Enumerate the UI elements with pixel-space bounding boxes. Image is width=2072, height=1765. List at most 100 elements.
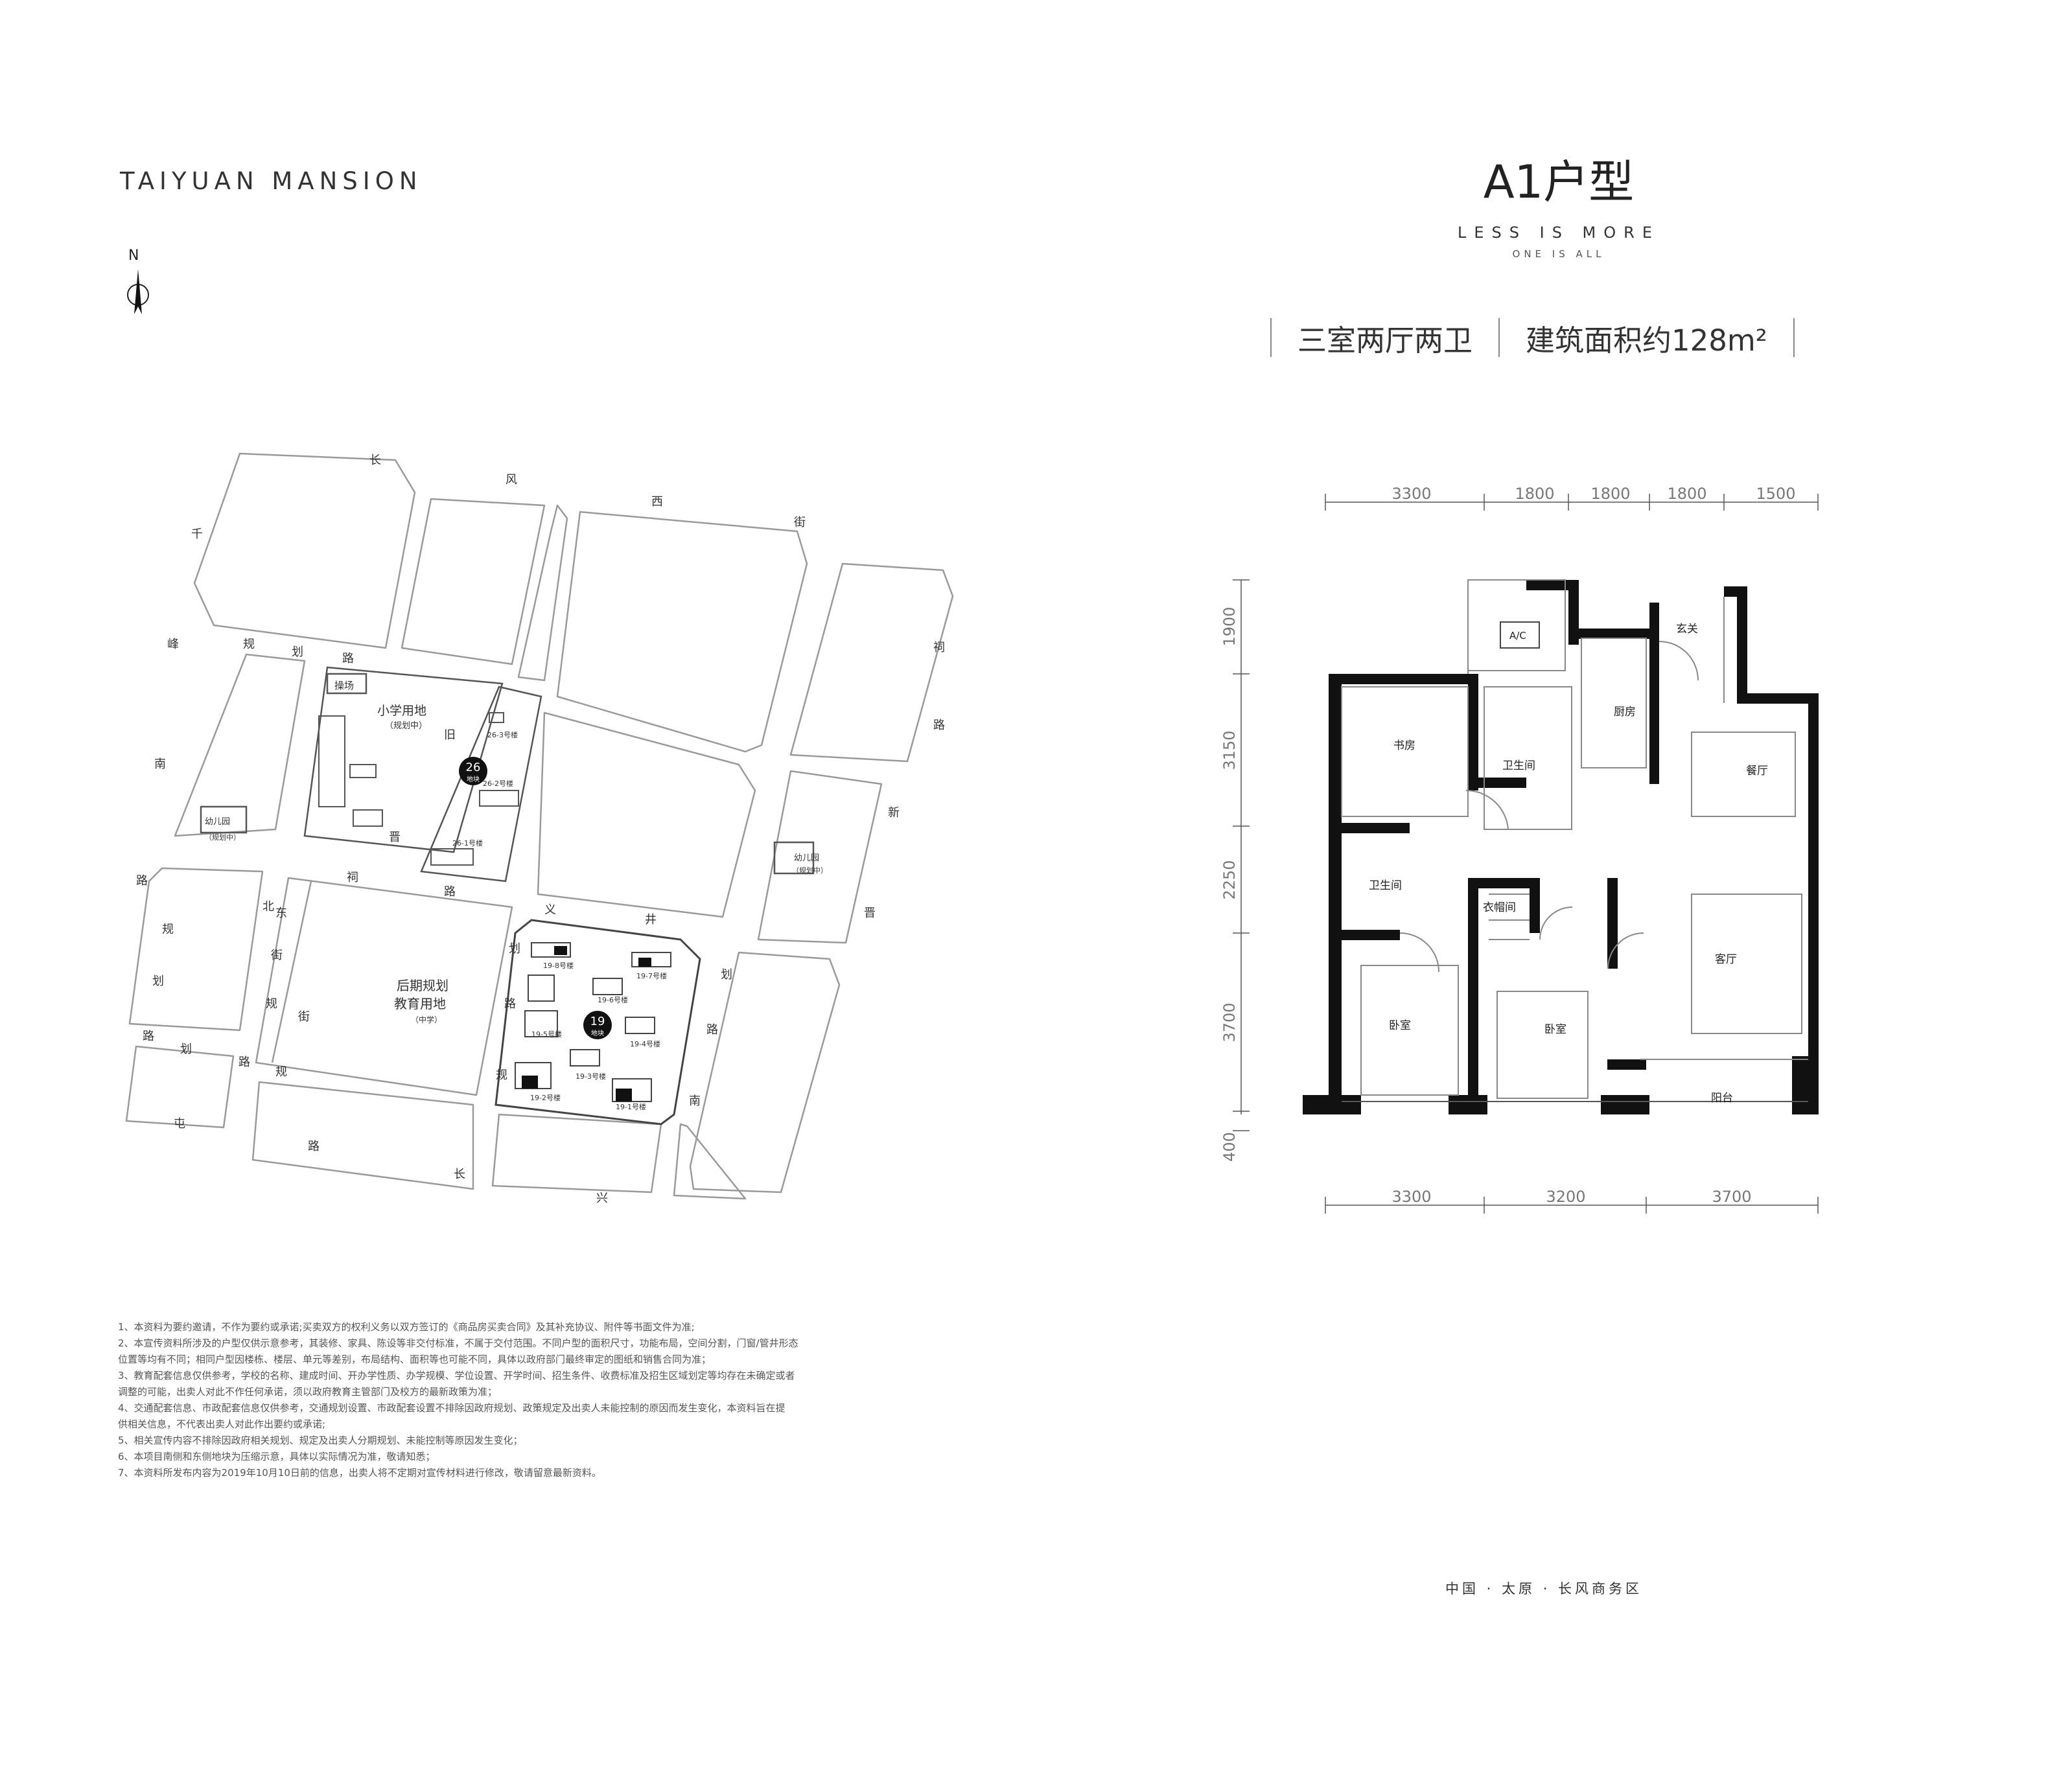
block — [125, 1045, 235, 1129]
block — [556, 511, 808, 753]
kindergarten-note: （规划中） — [792, 866, 828, 875]
disclaimer-item: 1、本资料为要约邀请，不作为要约或承诺;买卖双方的权利义务以双方签订的《商品房买… — [118, 1321, 695, 1333]
road-label: 路 — [444, 885, 456, 899]
dimension-label: 2000 — [1883, 638, 1886, 677]
disclaimer-item: 7、本资料所发布内容为2019年10月10日前的信息，出卖人将不定期对宣传材料进… — [118, 1467, 601, 1479]
disclaimer-item: 2、本宣传资料所涉及的户型仅供示意参考，其装修、家具、陈设等非交付标准，不属于交… — [118, 1337, 798, 1349]
road-label: 南 — [154, 757, 166, 771]
road-label: 井 — [645, 913, 657, 927]
layout-desc: 三室两厅两卫 — [1298, 323, 1473, 358]
parcel-unit: 地块 — [467, 775, 480, 783]
road-label: 划 — [152, 975, 164, 988]
road-label: 长 — [369, 454, 381, 467]
disclaimer-item: 调整的可能，出卖人对此不作任何承诺，须以政府教育主管部门及校方的最新政策为准； — [118, 1386, 498, 1398]
ac-label: A/C — [1509, 630, 1526, 641]
block — [689, 951, 841, 1194]
plan-title: A1户型 — [1483, 156, 1635, 209]
dimension-label: 2250 — [1220, 860, 1239, 899]
block — [537, 711, 756, 918]
parcel-badges — [459, 757, 612, 1039]
site-map: 长风西街千峰规划路南路旧晋祠路新晋祠路义井东街规划路规划路规划路南屯路长兴北街规… — [125, 452, 954, 1205]
divider — [1270, 318, 1272, 357]
road-label: 路 — [933, 719, 945, 732]
disclaimer-item: 位置等均有不同；相同户型因楼栋、楼层、单元等差别，布局结构、面积等也可能不同，具… — [118, 1354, 712, 1365]
ac-unit — [1500, 621, 1540, 649]
dimension-label: 3300 — [1391, 1188, 1431, 1206]
room-label-bath: 卫生间 — [1369, 879, 1402, 892]
road-label: 东 — [275, 906, 287, 920]
kindergarten-label: 幼儿园 — [205, 817, 230, 827]
spec-bar: 三室两厅两卫 建筑面积约128m² — [1270, 316, 1795, 359]
parcel-26 — [420, 686, 542, 882]
disclaimer-item: 5、相关宣传内容不排除因政府相关规划、规定及出卖人分期规划、未能控制等原因发生变… — [118, 1435, 523, 1446]
room-label-bedroom: 卧室 — [1389, 1019, 1411, 1032]
road-label: 晋 — [864, 906, 876, 920]
road-label: 街 — [298, 1010, 310, 1024]
road-label: 规 — [266, 997, 277, 1011]
road-label: 街 — [271, 949, 283, 962]
road-label: 晋 — [389, 831, 401, 844]
highlight-units — [522, 946, 651, 1102]
dimension-label: 1800 — [1515, 485, 1554, 503]
room-label-kitchen: 厨房 — [1614, 706, 1636, 719]
dimension-label: 3150 — [1220, 730, 1239, 770]
disclaimer-item: 3、教育配套信息仅供参考，学校的名称、建成时间、开办学性质、办学规模、学位设置、… — [118, 1370, 795, 1381]
kindergarten-west — [200, 805, 248, 834]
road-label: 划 — [292, 645, 303, 659]
road-label: 风 — [506, 473, 517, 487]
room-label-balcony: 阳台 — [1711, 1092, 1733, 1105]
road-label: 划 — [509, 942, 520, 956]
block — [271, 881, 312, 1063]
school-parcel — [303, 666, 504, 853]
block — [757, 770, 883, 944]
disclaimer-item: 4、交通配套信息、市政配套信息仅供参考，交通规划设置、市政配套设置不排除因政府规… — [118, 1402, 786, 1414]
block — [174, 653, 306, 837]
divider — [1498, 318, 1500, 357]
block — [401, 498, 546, 665]
block — [673, 1123, 747, 1200]
building-label: 19-4号楼 — [630, 1039, 660, 1048]
building-label: 19-6号楼 — [598, 995, 628, 1004]
dimension-label: 3700 — [1220, 1002, 1239, 1042]
dimension-label: 1550 — [1883, 1078, 1886, 1118]
school-note: （规划中） — [385, 721, 427, 731]
sub-slogan: ONE IS ALL — [1512, 248, 1605, 260]
city-blocks — [125, 452, 954, 1200]
block — [251, 1081, 474, 1190]
parcel-number: 19 — [590, 1015, 605, 1028]
block — [128, 867, 264, 1032]
room-label-study: 书房 — [1393, 739, 1415, 752]
road-label: 祠 — [347, 871, 358, 884]
road-label: 街 — [794, 516, 806, 529]
disclaimer-item: 6、本项目南侧和东侧地块为压缩示意，具体以实际情况为准，敬请知悉； — [118, 1451, 436, 1462]
dimension-label: 1900 — [1220, 606, 1239, 646]
building-label: 26-3号楼 — [487, 730, 518, 739]
road-label: 北 — [262, 900, 274, 914]
dimension-label: 1800 — [1590, 485, 1630, 503]
road-label: 义 — [544, 903, 556, 917]
block — [491, 1113, 662, 1194]
building-label: 19-5号楼 — [531, 1030, 562, 1039]
dimension-label: 1200 — [1883, 838, 1886, 878]
parcel-unit: 地块 — [591, 1029, 604, 1037]
kindergarten-east — [773, 841, 815, 875]
block — [255, 877, 513, 1096]
road-label: 南 — [689, 1094, 701, 1108]
playground-label: 操场 — [334, 680, 354, 691]
disclaimer-list: 1、本资料为要约邀请，不作为要约或承诺;买卖双方的权利义务以双方签订的《商品房买… — [118, 1319, 883, 1481]
block — [789, 562, 954, 763]
room-label-entry: 玄关 — [1676, 623, 1698, 636]
road-label: 新 — [888, 806, 900, 820]
road-label: 千 — [191, 527, 203, 541]
room-label-dining: 餐厅 — [1746, 765, 1768, 778]
brand-name: TAIYUAN MANSION — [120, 167, 423, 195]
building-label: 19-2号楼 — [530, 1093, 561, 1102]
building-label: 19-8号楼 — [543, 961, 574, 970]
room-label-bedroom: 卧室 — [1544, 1023, 1566, 1036]
road-label: 规 — [275, 1065, 287, 1079]
dimension-lines — [1240, 502, 1818, 1206]
kindergarten-label: 幼儿园 — [794, 853, 819, 863]
road-label: 兴 — [596, 1192, 608, 1205]
dimension-label: 3650 — [1883, 926, 1886, 965]
